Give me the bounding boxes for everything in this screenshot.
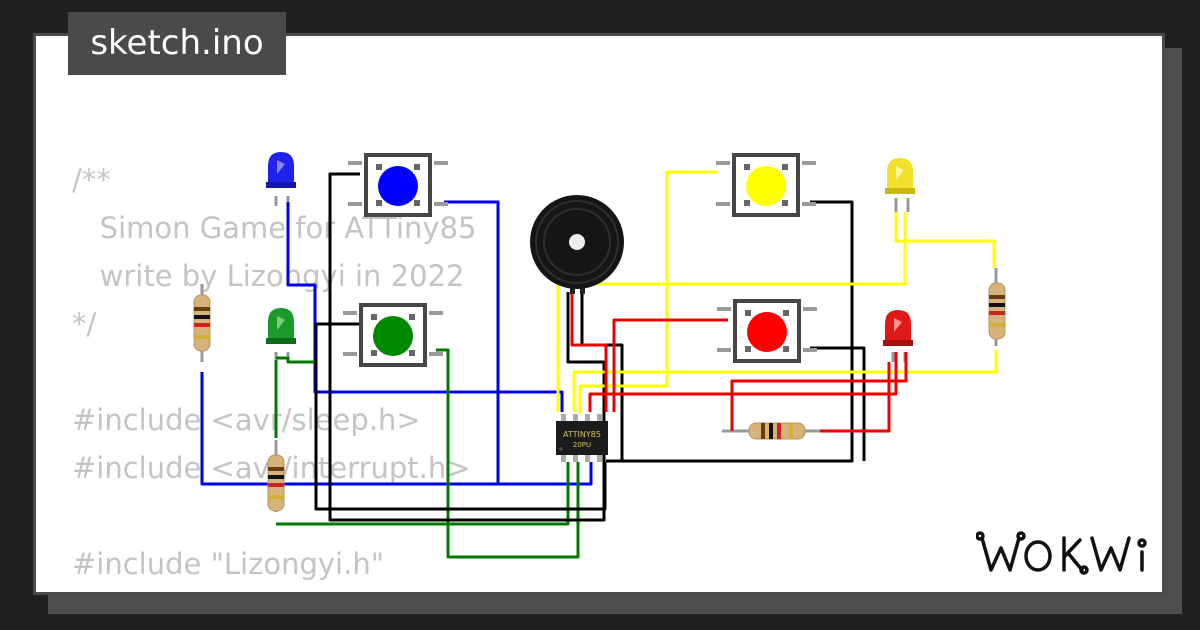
blue-led [266, 152, 296, 188]
green-button [343, 303, 443, 367]
red-led [883, 310, 913, 346]
yellow-button [716, 153, 816, 217]
resistor-right [988, 282, 1006, 340]
resistor-left-top [193, 294, 211, 352]
code-line: */ [72, 307, 97, 341]
wires [200, 170, 998, 559]
red-button [717, 299, 817, 363]
file-tab: sketch.ino [68, 12, 286, 75]
code-line: #include "Lizongyi.h" [72, 547, 385, 581]
code-line: Simon Game for ATTiny85 [72, 211, 477, 245]
code-line: /** [72, 163, 111, 197]
code-line: #include <avr/interrupt.h> [72, 451, 471, 485]
code-line: write by Lizongyi in 2022 [72, 259, 465, 293]
wire-green [274, 348, 580, 559]
green-led [266, 308, 296, 344]
attiny85-chip: ATTINY85 20PU [556, 414, 608, 462]
resistor-left-bottom [267, 454, 285, 512]
yellow-led [885, 158, 915, 194]
wire-yellow [556, 170, 998, 414]
buzzer [530, 195, 624, 294]
resistor-bottom [748, 422, 806, 440]
chip-label-line1: ATTINY85 [563, 430, 601, 439]
wire-red [570, 292, 908, 433]
wokwi-logo [976, 531, 1147, 575]
chip-label-line2: 20PU [573, 441, 591, 449]
blue-button [348, 153, 448, 217]
preview-card: /** Simon Game for ATTiny85 write by Liz… [33, 33, 1165, 595]
